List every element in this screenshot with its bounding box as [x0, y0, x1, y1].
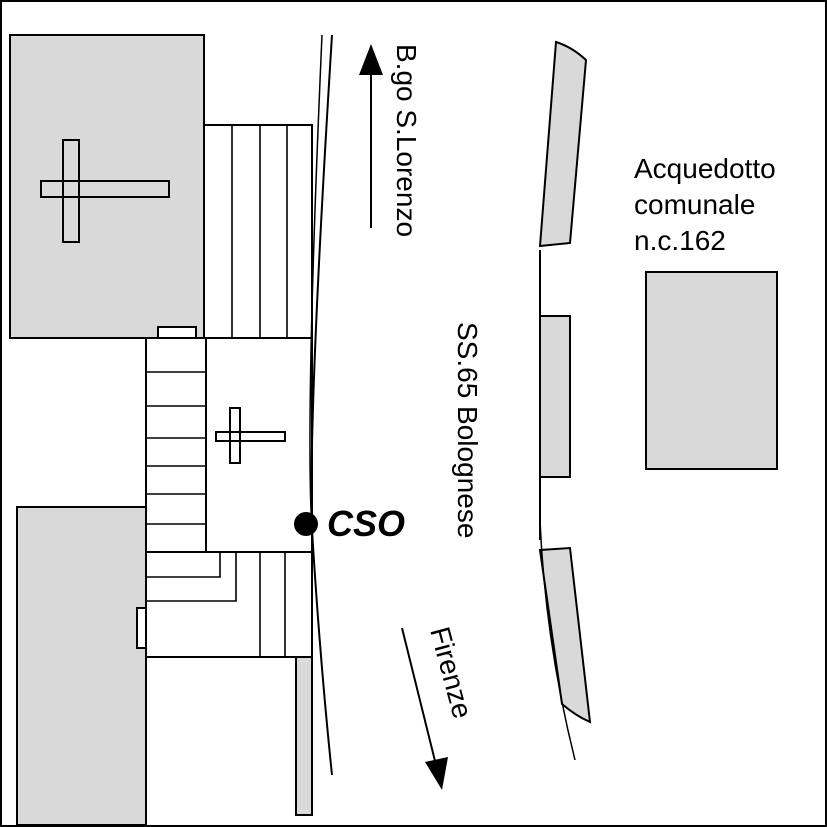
building-lower-left	[16, 506, 147, 826]
landmark-label-line3: n.c.162	[634, 225, 726, 256]
landmark-label-line1: Acquedotto	[634, 153, 776, 184]
road-curve-bottom-right	[539, 519, 576, 761]
stair-block	[145, 337, 207, 553]
building-right-middle	[539, 315, 571, 478]
church-building-large	[9, 34, 205, 339]
station-label: CSO	[327, 503, 405, 544]
road-edge-left-inner	[309, 34, 323, 531]
north-direction-label: B.go S.Lorenzo	[391, 44, 422, 237]
building-right-top	[538, 40, 588, 248]
church-door	[157, 326, 197, 339]
church-cross-icon-large	[40, 139, 170, 243]
north-arrow-icon	[359, 44, 383, 228]
south-arrow-icon	[401, 627, 448, 790]
wall-strip	[295, 656, 313, 816]
aqueduct-building	[645, 271, 778, 470]
side-door	[136, 607, 147, 649]
annex-lower	[145, 551, 313, 658]
landmark-label-line2: comunale	[634, 189, 755, 220]
station-marker-icon	[294, 512, 318, 536]
road-label: SS.65 Bolognese	[452, 322, 483, 538]
annex-upper	[203, 124, 313, 339]
chapel-cross-icon	[215, 407, 286, 464]
